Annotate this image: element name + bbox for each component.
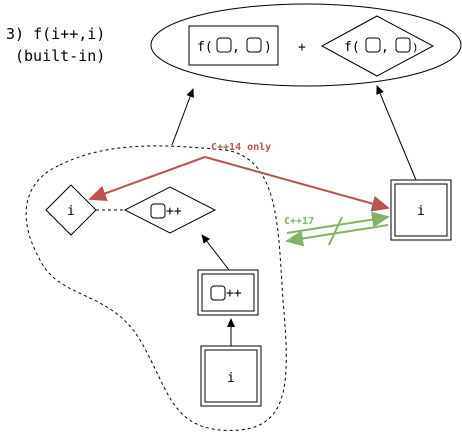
i-box-bottom-inner: [204, 349, 258, 403]
i-diamond-label: i: [67, 204, 75, 219]
title-line2: (built-in): [15, 47, 105, 65]
i-box-bottom-label: i: [227, 371, 235, 386]
call-close: ): [264, 40, 272, 55]
operand-slot-icon: [246, 37, 262, 53]
operand-slot-icon: [150, 203, 166, 219]
call-right-label: f(: [344, 40, 360, 55]
green-arrow-left: [285, 224, 389, 247]
operand-slot-icon: [395, 37, 411, 53]
operand-slot-icon: [365, 37, 381, 53]
call-left-label: f(: [197, 40, 213, 55]
call-comma: ,: [232, 40, 240, 55]
title-line1: 3) f(i++,i): [6, 25, 105, 43]
postinc-box-inner: [201, 273, 255, 312]
arrow-postinc-box-to-diamond: [201, 234, 230, 271]
plus-label: +: [298, 40, 306, 55]
call-right-close: ): [412, 41, 419, 54]
operand-slot-icon: [216, 37, 232, 53]
postinc-box-outer: [197, 269, 259, 316]
call-diamond: [320, 15, 435, 77]
i-box-right-label: i: [417, 204, 425, 219]
i-box-right-outer: [390, 179, 452, 241]
postinc-diamond: [123, 186, 217, 234]
red-arrow-left: [88, 156, 206, 202]
i-box-right-inner: [394, 183, 448, 237]
green-strike: [328, 216, 343, 246]
builtin-call-box: [188, 25, 279, 66]
expression-ellipse: [150, 3, 462, 87]
cxx14-label: C++14 only: [211, 142, 271, 153]
red-arrow-right: [204, 156, 390, 212]
evaluation-group-outline: [25, 145, 287, 431]
call-right-comma: ,: [381, 40, 389, 55]
cxx17-label: C++17: [284, 216, 314, 227]
postinc-box-label: ++: [226, 286, 242, 301]
operand-slot-icon: [210, 285, 226, 301]
arrow-group-to-call: [171, 88, 194, 146]
arrow-i-to-call: [376, 85, 417, 181]
postinc-diamond-label: ++: [166, 204, 182, 219]
